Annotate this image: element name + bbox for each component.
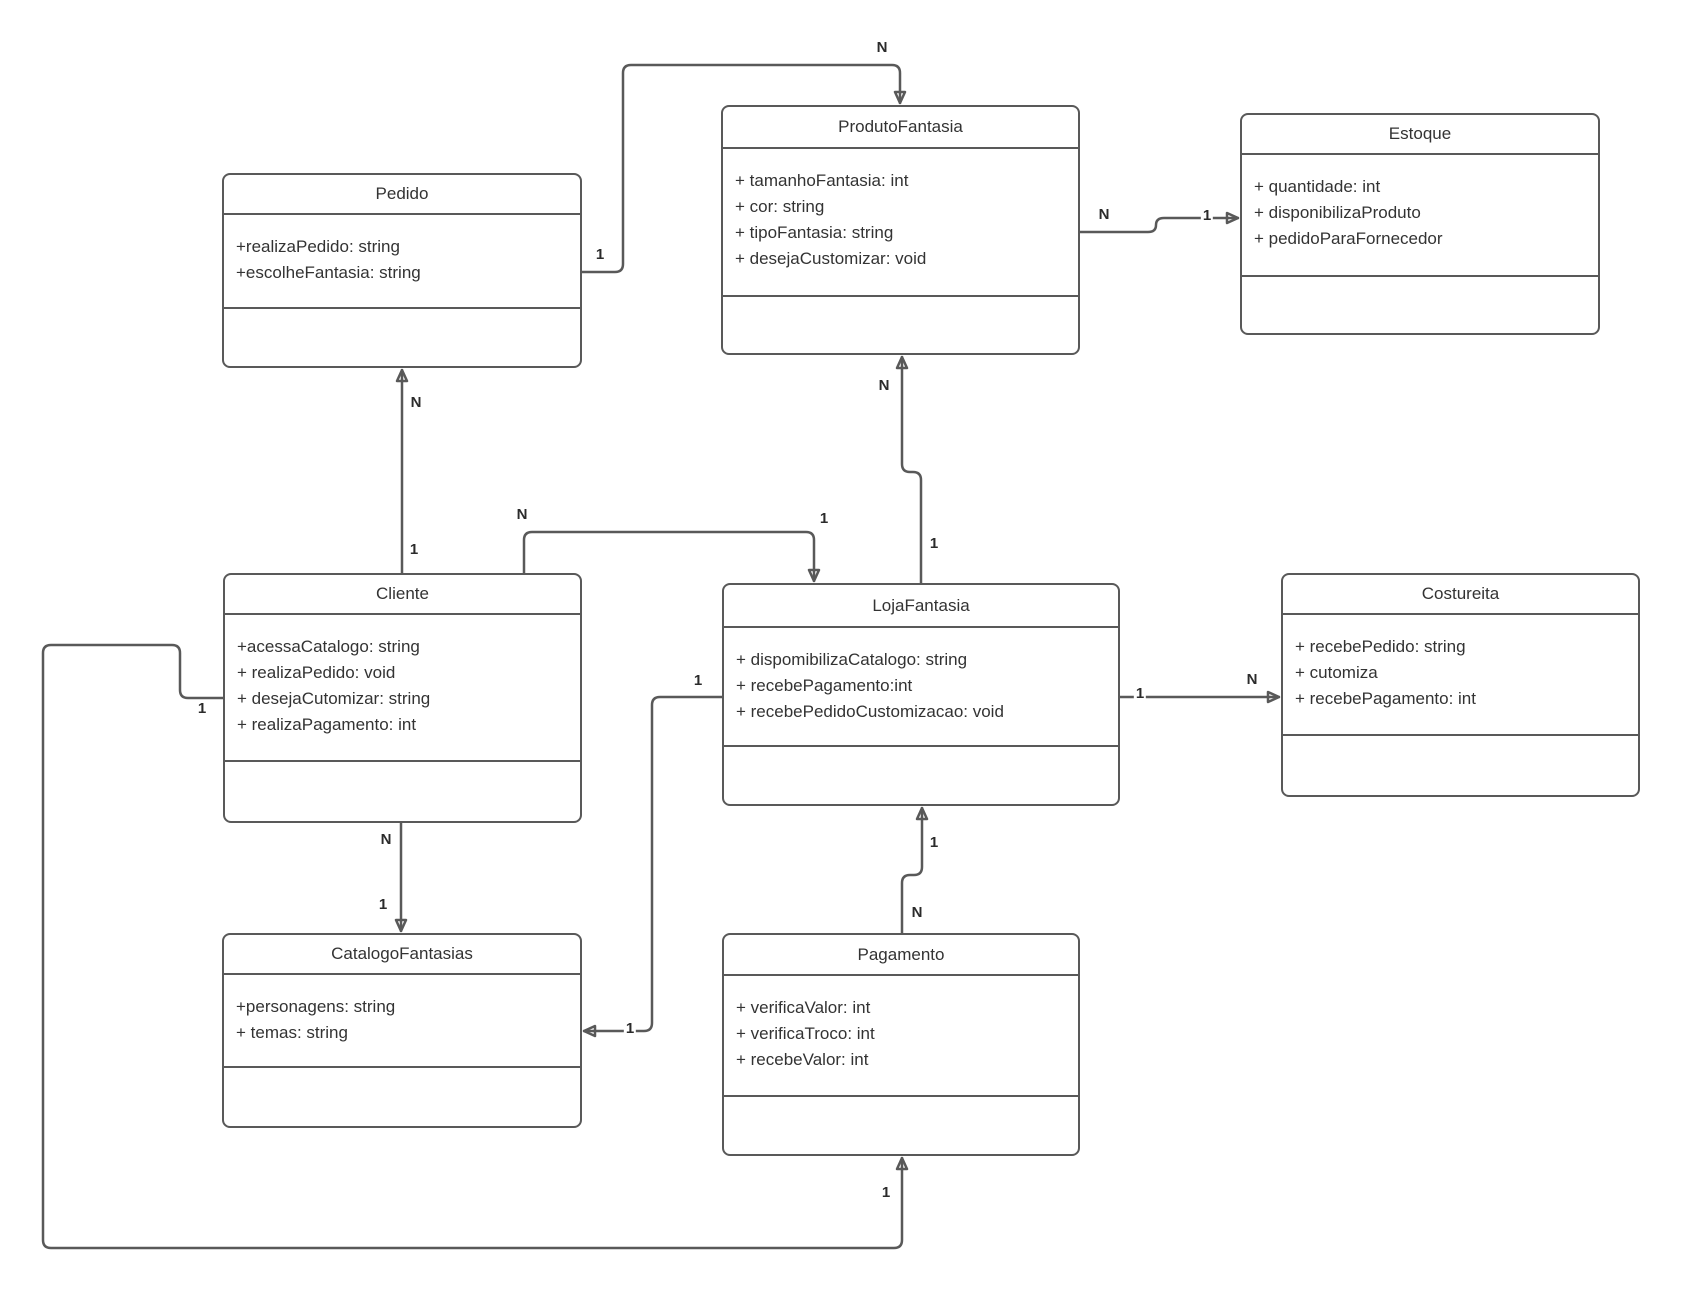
attribute: + pedidoParaFornecedor <box>1254 229 1443 248</box>
multiplicity-label: 1 <box>927 535 941 553</box>
multiplicity-label: N <box>874 39 890 57</box>
multiplicity-label: N <box>876 377 892 395</box>
attribute: + dispomibilizaCatalogo: string <box>736 650 968 669</box>
attribute: + disponibilizaProduto <box>1254 203 1421 222</box>
multiplicity-label: N <box>1244 671 1260 689</box>
class-methods-empty <box>224 1066 580 1126</box>
class-title: Costureita <box>1283 575 1638 615</box>
class-title: CatalogoFantasias <box>224 935 580 975</box>
class-methods-empty <box>1283 734 1638 795</box>
class-title: ProdutoFantasia <box>723 107 1078 149</box>
class-attributes: +acessaCatalogo: string + realizaPedido:… <box>225 615 580 760</box>
attribute: + quantidade: int <box>1254 177 1381 196</box>
class-box-estoque[interactable]: Estoque + quantidade: int + disponibiliz… <box>1240 113 1600 335</box>
connector-pedido-to-produtofantasia[interactable] <box>580 63 900 274</box>
multiplicity-label: N <box>514 506 530 524</box>
class-box-catalogofantasias[interactable]: CatalogoFantasias +personagens: string +… <box>222 933 582 1128</box>
class-title: LojaFantasia <box>724 585 1118 628</box>
class-box-produtofantasia[interactable]: ProdutoFantasia + tamanhoFantasia: int +… <box>721 105 1080 355</box>
multiplicity-label: 1 <box>1133 685 1147 703</box>
multiplicity-label: N <box>1096 206 1112 224</box>
connector-lojafantasia-to-produtofantasia[interactable] <box>902 355 923 585</box>
attribute: +personagens: string <box>236 997 396 1016</box>
class-box-pagamento[interactable]: Pagamento + verificaValor: int + verific… <box>722 933 1080 1156</box>
attribute: + recebePagamento:int <box>736 676 913 695</box>
attribute: +realizaPedido: string <box>236 237 400 256</box>
attribute: + verificaTroco: int <box>736 1024 875 1043</box>
multiplicity-label: 1 <box>623 1020 637 1038</box>
attribute: +escolheFantasia: string <box>236 263 421 282</box>
class-methods-empty <box>724 745 1118 804</box>
class-attributes: + verificaValor: int + verificaTroco: in… <box>724 976 1078 1095</box>
attribute: + recebePagamento: int <box>1295 689 1476 708</box>
attribute: + recebePedido: string <box>1295 637 1466 656</box>
class-attributes: + dispomibilizaCatalogo: string + recebe… <box>724 628 1118 745</box>
attribute: + temas: string <box>236 1023 348 1042</box>
class-title: Cliente <box>225 575 580 615</box>
attribute: + realizaPagamento: int <box>237 715 417 734</box>
class-attributes: + quantidade: int + disponibilizaProduto… <box>1242 155 1598 275</box>
multiplicity-label: 1 <box>817 510 831 528</box>
class-box-lojafantasia[interactable]: LojaFantasia + dispomibilizaCatalogo: st… <box>722 583 1120 806</box>
class-box-pedido[interactable]: Pedido +realizaPedido: string +escolheFa… <box>222 173 582 368</box>
class-title: Estoque <box>1242 115 1598 155</box>
class-methods-empty <box>724 1095 1078 1154</box>
attribute: + desejaCutomizar: string <box>237 689 431 708</box>
class-attributes: +personagens: string + temas: string <box>224 975 580 1066</box>
class-box-costureita[interactable]: Costureita + recebePedido: string + cuto… <box>1281 573 1640 797</box>
multiplicity-label: 1 <box>195 700 209 718</box>
multiplicity-label: 1 <box>593 246 607 264</box>
class-methods-empty <box>723 295 1078 353</box>
attribute: + desejaCustomizar: void <box>735 249 927 268</box>
multiplicity-label: N <box>909 904 925 922</box>
class-attributes: +realizaPedido: string +escolheFantasia:… <box>224 215 580 307</box>
attribute: + cutomiza <box>1295 663 1378 682</box>
class-methods-empty <box>225 760 580 821</box>
attribute: +acessaCatalogo: string <box>237 637 420 656</box>
connector-produtofantasia-to-estoque[interactable] <box>1078 218 1240 234</box>
attribute: + tamanhoFantasia: int <box>735 171 909 190</box>
multiplicity-label: 1 <box>407 541 421 559</box>
connector-pagamento-to-lojafantasia[interactable] <box>900 806 922 935</box>
multiplicity-label: N <box>408 394 424 412</box>
connector-lojafantasia-to-catalogofantasias[interactable] <box>582 695 724 1031</box>
attribute: + realizaPedido: void <box>237 663 396 682</box>
attribute: + recebePedidoCustomizacao: void <box>736 702 1004 721</box>
class-title: Pedido <box>224 175 580 215</box>
multiplicity-label: 1 <box>691 672 705 690</box>
multiplicity-label: 1 <box>376 896 390 914</box>
multiplicity-label: 1 <box>879 1184 893 1202</box>
attribute: + recebeValor: int <box>736 1050 869 1069</box>
attribute: + tipoFantasia: string <box>735 223 894 242</box>
class-methods-empty <box>1242 275 1598 333</box>
class-title: Pagamento <box>724 935 1078 976</box>
class-methods-empty <box>224 307 580 366</box>
connector-cliente-to-pagamento[interactable] <box>41 643 902 1250</box>
class-box-cliente[interactable]: Cliente +acessaCatalogo: string + realiz… <box>223 573 582 823</box>
attribute: + verificaValor: int <box>736 998 871 1017</box>
multiplicity-label: 1 <box>927 834 941 852</box>
multiplicity-label: N <box>378 831 394 849</box>
connector-cliente-to-lojafantasia[interactable] <box>522 530 814 583</box>
class-attributes: + tamanhoFantasia: int + cor: string + t… <box>723 149 1078 295</box>
multiplicity-label: 1 <box>1200 207 1214 225</box>
class-attributes: + recebePedido: string + cutomiza + rece… <box>1283 615 1638 734</box>
attribute: + cor: string <box>735 197 825 216</box>
